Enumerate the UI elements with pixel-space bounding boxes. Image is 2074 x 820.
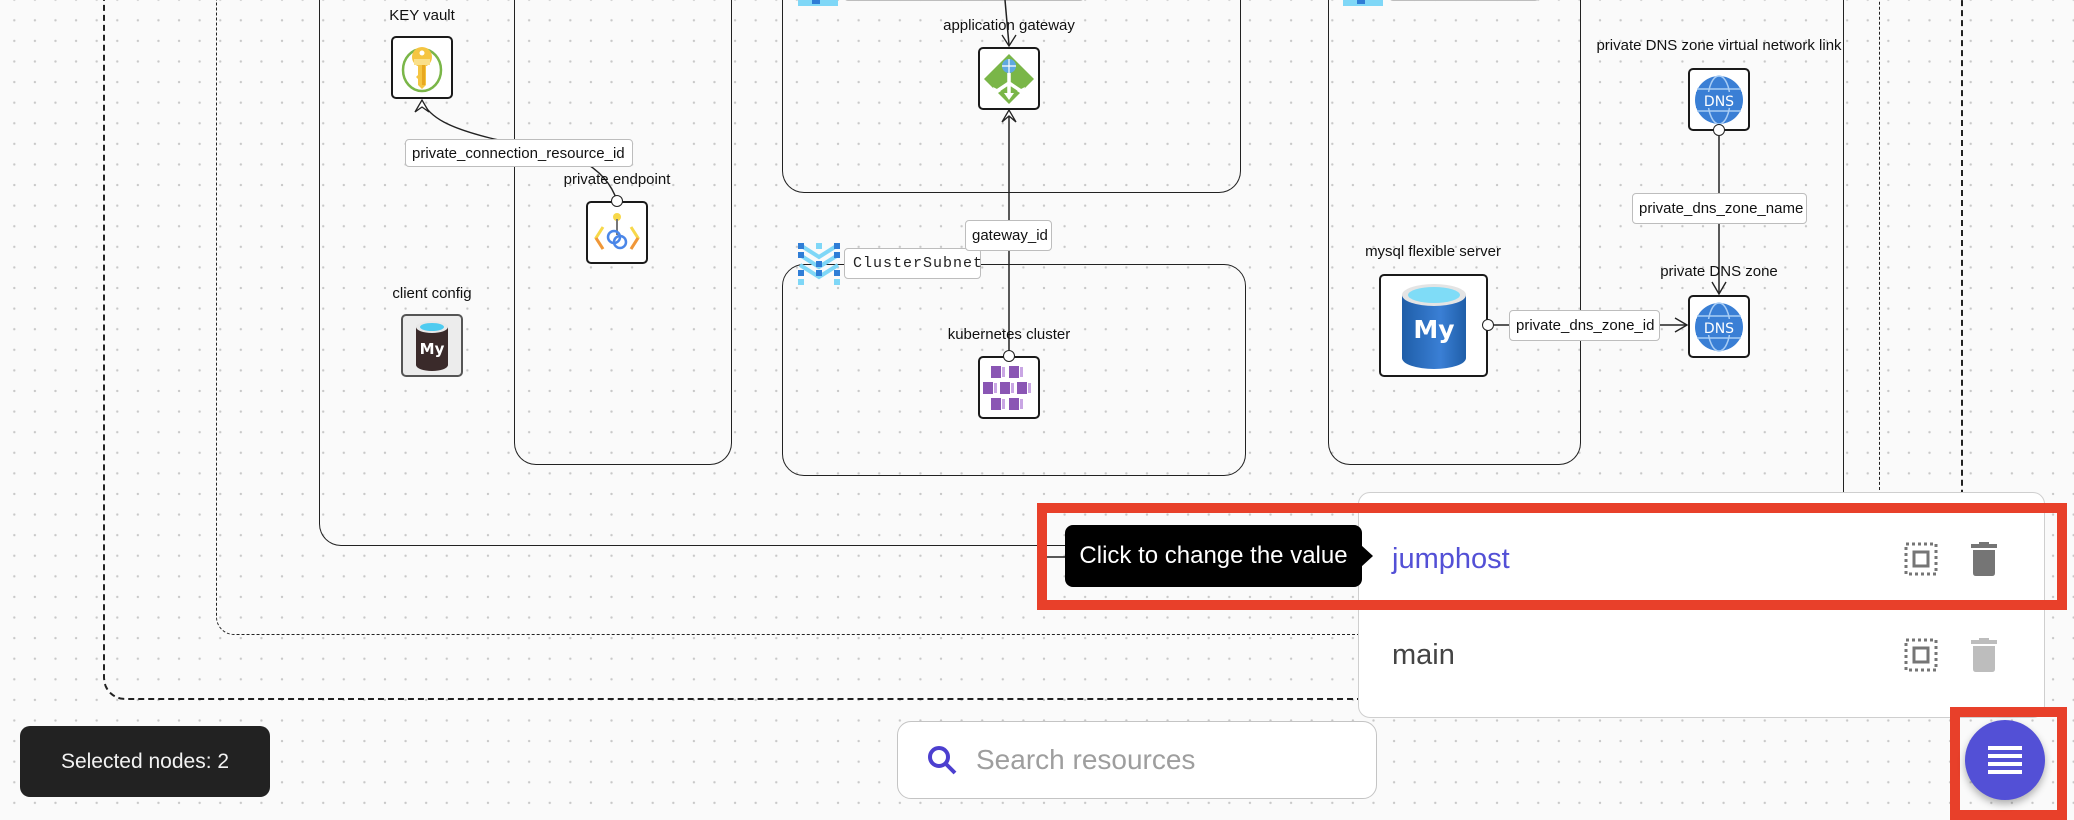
subnet-private-endpoint[interactable] [514,0,732,465]
subnet-icon [1343,0,1383,6]
connection-port[interactable] [1713,124,1725,136]
node-label-mysql-flexible-server: mysql flexible server [1365,243,1501,260]
key-vault-icon [401,46,443,92]
edge-label-private-dns-zone-name[interactable]: private_dns_zone_name [1632,193,1807,224]
arrowhead-icon [1674,317,1689,333]
workspace-menu-button[interactable] [1965,720,2045,800]
arrowhead-icon [1711,281,1727,296]
search-bar[interactable] [897,721,1377,799]
edge-label-private-connection-resource-id[interactable]: private_connection_resource_id [405,139,633,167]
arrowhead-icon [414,98,430,113]
svg-text:DNS: DNS [1704,94,1734,110]
dns-icon: DNS [1695,74,1743,125]
search-input[interactable] [974,743,1338,777]
select-area-icon[interactable] [1901,635,1941,675]
node-label-kubernetes-cluster: kubernetes cluster [947,326,1071,343]
subnet-mysql[interactable] [1328,0,1581,465]
node-dns-vnet-link[interactable]: DNS [1688,68,1750,131]
node-label-dns-zone: private DNS zone [1660,263,1778,280]
kubernetes-icon [983,365,1031,410]
svg-text:DNS: DNS [1704,321,1734,337]
connection-port[interactable] [611,195,623,207]
dns-icon: DNS [1695,301,1743,352]
subnet-label-cluster[interactable]: ClusterSubnet [844,248,982,279]
workspace-item-jumphost[interactable]: jumphost [1359,511,2044,607]
connection-port[interactable] [1003,350,1015,362]
node-label-client-config: client config [392,285,472,302]
node-dns-zone[interactable]: DNS [1688,295,1750,358]
svg-text:My: My [1413,315,1454,344]
mysql-icon: My [1401,283,1466,369]
arrowhead-icon [1001,34,1017,48]
arrowhead-icon [1001,108,1017,123]
delete-icon[interactable] [1964,539,2004,579]
subnet-icon [798,243,840,285]
subnet-cluster[interactable] [782,264,1246,476]
edge-label-private-dns-zone-id[interactable]: private_dns_zone_id [1509,310,1660,341]
node-private-endpoint[interactable] [586,201,648,264]
workspace-name[interactable]: main [1392,638,1455,671]
private-endpoint-icon [594,212,640,250]
subnet-gateway[interactable] [782,0,1241,193]
delete-icon [1964,635,2004,675]
select-area-icon[interactable] [1901,539,1941,579]
workspace-name[interactable]: jumphost [1392,542,1510,575]
resource-group-boundary [216,0,1880,635]
node-application-gateway[interactable] [978,47,1040,110]
edge-incoming [1004,0,1010,46]
node-label-key-vault: KEY vault [389,7,455,24]
mysql-client-icon: My [416,320,448,371]
search-icon [928,746,957,775]
highlight-box-fab [1950,707,2067,820]
outer-group-boundary [103,0,1963,700]
node-label-dns-vnet-link: private DNS zone virtual network link [1596,37,1842,54]
selected-nodes-badge: Selected nodes: 2 [20,726,270,797]
svg-text:My: My [420,340,445,358]
application-gateway-icon [984,53,1034,104]
connection-port[interactable] [1482,319,1494,331]
highlight-box-jumphost [1037,503,2067,610]
node-key-vault[interactable] [391,36,453,99]
tooltip: Click to change the value [1065,525,1373,587]
node-label-application-gateway: application gateway [943,17,1075,34]
workspace-item-main[interactable]: main [1359,607,2044,703]
edge-label-gateway-id[interactable]: gateway_id [965,220,1052,251]
node-label-private-endpoint: private endpoint [563,171,671,188]
node-client-config[interactable]: My [401,314,463,377]
node-kubernetes-cluster[interactable] [978,356,1040,419]
menu-icon [1988,746,2022,774]
node-mysql-flexible-server[interactable]: My [1379,274,1488,377]
subnet-icon [798,0,838,6]
